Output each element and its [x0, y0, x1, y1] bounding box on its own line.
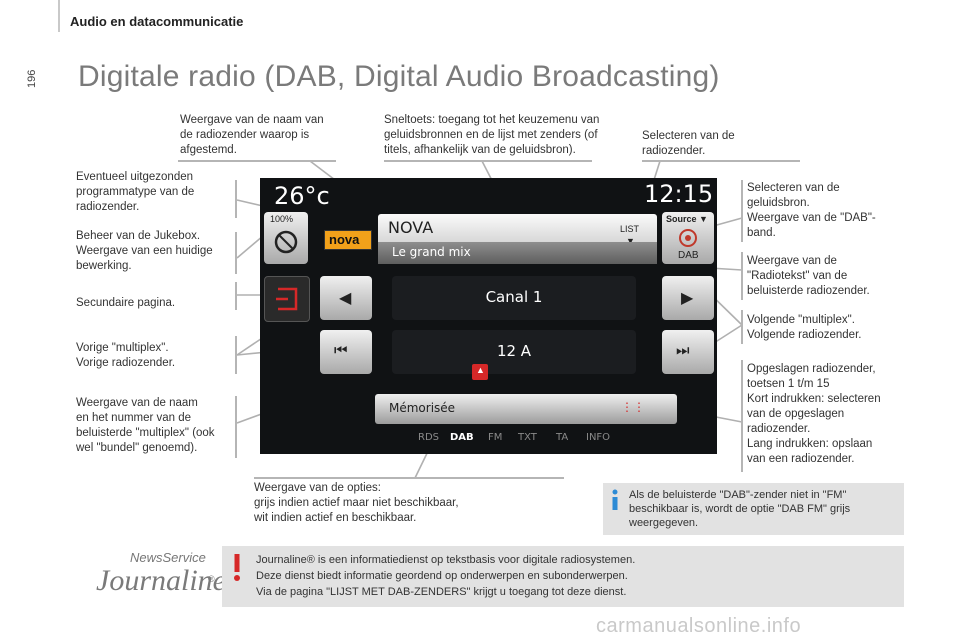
journaline-logo: NewsService Journaline ®: [90, 540, 226, 608]
callout-options: Weergave van de opties: grijs indien act…: [254, 482, 459, 524]
option-rds[interactable]: RDS: [418, 432, 439, 443]
secondary-page-icon: [276, 287, 298, 311]
next-button[interactable]: ▶: [662, 276, 714, 320]
temperature-display: 26°c: [274, 182, 330, 210]
jukebox-icon: [274, 230, 298, 254]
radiotext-label: Le grand mix: [392, 245, 471, 259]
option-ta[interactable]: TA: [556, 432, 569, 443]
antenna-icon: [679, 229, 697, 247]
section-divider: [58, 0, 60, 32]
chevron-down-icon: ▼: [626, 236, 635, 246]
source-label: Source ▼: [666, 214, 708, 224]
option-fm[interactable]: FM: [488, 432, 503, 443]
presets-icon: ⋮⋮: [621, 400, 645, 414]
source-button[interactable]: Source ▼ DAB: [662, 212, 714, 264]
skip-back-icon: ⏮: [334, 342, 348, 359]
skip-forward-icon: ⏭: [676, 342, 690, 359]
station-name: NOVA: [388, 218, 434, 237]
radio-screen: 26°c 12:15 100% nova NOVA LIST ▼ Le gran…: [260, 178, 717, 454]
memorised-label: Mémorisée: [389, 401, 456, 415]
callout-previous: Vorige "multiplex". Vorige radiozender.: [76, 342, 176, 369]
watermark: carmanualsonline.info: [596, 615, 802, 637]
multiplex-name-display: Canal 1: [392, 276, 636, 320]
callout-station-name: Weergave van de naam van de radiozender …: [180, 114, 324, 156]
callout-secondary-page: Secundaire pagina.: [76, 297, 176, 309]
list-label[interactable]: LIST: [620, 224, 640, 234]
radiotext-bar: Le grand mix: [378, 242, 657, 264]
station-logo: nova: [324, 230, 372, 250]
option-info[interactable]: INFO: [586, 432, 611, 443]
option-dab[interactable]: DAB: [450, 432, 474, 443]
previous-station-button[interactable]: ⏮: [320, 330, 372, 374]
presets-bar[interactable]: Mémorisée ⋮⋮: [375, 394, 677, 424]
volume-label: 100%: [270, 214, 294, 224]
callout-next: Volgende "multiplex". Volgende radiozend…: [747, 314, 862, 341]
callout-select-source: Selecteren van de geluidsbron. Weergave …: [747, 182, 876, 239]
chevron-up-icon: ▲: [476, 365, 485, 375]
registered-mark: ®: [208, 574, 215, 584]
chevron-right-icon: ▶: [681, 290, 694, 307]
clock-display: 12:15: [644, 180, 714, 208]
callout-jukebox: Beheer van de Jukebox. Weergave van een …: [76, 230, 213, 272]
exclamation-icon: [234, 554, 240, 581]
callout-multiplex-name: Weergave van de naam en het nummer van d…: [76, 397, 215, 454]
newsservice-text: NewsService: [130, 550, 206, 565]
journaline-text: Journaline: [96, 564, 226, 597]
callout-presets: Opgeslagen radiozender, toetsen 1 t/m 15…: [747, 363, 881, 465]
info-box: Als de beluisterde "DAB"-zender niet in …: [603, 483, 904, 535]
callout-select-station: Selecteren van de radiozender.: [642, 130, 735, 157]
secondary-page-button[interactable]: [264, 276, 310, 322]
expand-presets-button[interactable]: ▲: [472, 364, 488, 380]
next-station-button[interactable]: ⏭: [662, 330, 714, 374]
warning-line-2: Deze dienst biedt informatie geordend op…: [256, 570, 628, 582]
warning-line-1: Journaline® is een informatiedienst op t…: [256, 554, 636, 566]
info-text: Als de beluisterde "DAB"-zender niet in …: [629, 489, 851, 529]
warning-line-3: Via de pagina "LIJST MET DAB-ZENDERS" kr…: [256, 586, 627, 598]
info-icon: [612, 489, 618, 510]
page-title: Digitale radio (DAB, Digital Audio Broad…: [78, 60, 720, 93]
multiplex-number: 12 A: [496, 342, 532, 360]
previous-button[interactable]: ◀: [320, 276, 372, 320]
chevron-left-icon: ◀: [339, 290, 352, 307]
callout-shortcut: Sneltoets: toegang tot het keuzemenu van…: [384, 114, 600, 156]
callout-radiotext: Weergave van de "Radiotekst" van de belu…: [747, 255, 870, 297]
warning-box: Journaline® is een informatiedienst op t…: [222, 546, 904, 607]
multiplex-name: Canal 1: [485, 288, 543, 306]
callout-program-type: Eventueel uitgezonden programmatype van …: [76, 171, 195, 213]
jukebox-button[interactable]: 100%: [264, 212, 308, 264]
option-txt[interactable]: TXT: [518, 432, 537, 443]
multiplex-number-display: 12 A: [392, 330, 636, 374]
dab-band-label: DAB: [678, 250, 699, 261]
section-title: Audio en datacommunicatie: [70, 14, 244, 29]
